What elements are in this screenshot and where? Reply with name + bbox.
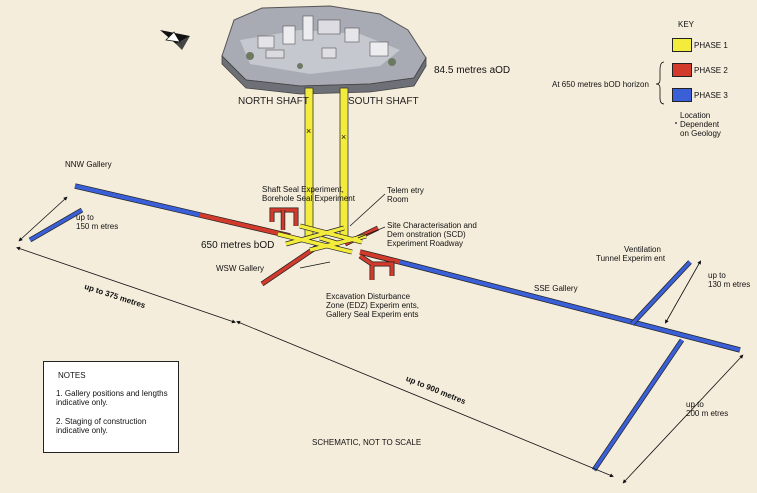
note-2-line-1: 2. Staging of construction [56, 417, 147, 426]
phase3-label: PHASE 3 [694, 91, 728, 100]
schematic-footer: SCHEMATIC, NOT TO SCALE [312, 438, 422, 447]
ventilation-label-1: Ventilation [624, 245, 661, 254]
wsw-gallery-label: WSW Gallery [216, 264, 264, 273]
end-width-label-1: up to [686, 400, 704, 409]
edz-label-3: Gallery Seal Experim ents [326, 310, 419, 319]
nnw-width-label-1: up to [76, 213, 94, 222]
vent-width-label-2: 130 m etres [708, 280, 751, 289]
ventilation-tunnel [630, 260, 692, 326]
end-width-label-2: 200 m etres [686, 409, 729, 418]
dimension-arrows [16, 196, 744, 484]
key-title: KEY [678, 20, 695, 29]
nnw-gallery-label: NNW Gallery [65, 160, 112, 169]
compass-icon [160, 30, 190, 50]
end-cross-gallery [591, 338, 685, 472]
key-brace [655, 61, 665, 105]
south-shaft [339, 87, 349, 239]
shaft-seal-label-2: Borehole Seal Experiment [262, 194, 355, 203]
location-note-1: Location [680, 111, 711, 120]
surface-elevation: 84.5 metres aOD [434, 65, 511, 76]
shaft-seal-label-1: Shaft Seal Experiment, [262, 185, 344, 194]
notes-box: NOTES 1. Gallery positions and lengths i… [43, 361, 179, 453]
edz-label-1: Excavation Disturbance [326, 292, 411, 301]
notes-title: NOTES [58, 371, 86, 380]
horizon-note: At 650 metres bOD horizon [552, 80, 649, 89]
note-2-line-2: indicative only. [56, 426, 108, 435]
scd-label-1: Site Characterisation and [387, 221, 477, 230]
south-shaft-label: SOUTH SHAFT [348, 96, 419, 107]
north-shaft-label: NORTH SHAFT [238, 96, 309, 107]
phase3-swatch [672, 88, 692, 102]
telemetry-label-1: Telem etry [387, 186, 424, 195]
scd-roadway [277, 223, 367, 255]
depth-label: 650 metres bOD [201, 240, 275, 251]
phase2-label: PHASE 2 [694, 66, 728, 75]
north-shaft [304, 87, 314, 239]
sse-gallery [359, 249, 741, 353]
shaft-seal-structure [269, 207, 299, 230]
nnw-gallery [28, 183, 291, 243]
surface-site-illustration [221, 5, 427, 95]
edz-label-2: Zone (EDZ) Experim ents, [326, 301, 419, 310]
svg-text:×: × [306, 126, 311, 136]
phase1-swatch [672, 38, 692, 52]
note-1-line-1: 1. Gallery positions and lengths [56, 389, 168, 398]
nnw-width-label-2: 150 m etres [76, 222, 119, 231]
sse-gallery-label: SSE Gallery [534, 284, 578, 293]
location-note-2: Dependent [680, 120, 720, 129]
location-dot-icon [675, 122, 677, 124]
telemetry-label-2: Room [387, 195, 409, 204]
location-note-3: on Geology [680, 129, 721, 138]
scd-label-2: Dem onstration (SCD) [387, 230, 466, 239]
vent-width-label-1: up to [708, 271, 726, 280]
phase1-label: PHASE 1 [694, 41, 728, 50]
scd-label-3: Experiment Roadway [387, 239, 464, 248]
svg-text:×: × [341, 132, 346, 142]
note-1-line-2: indicative only. [56, 398, 108, 407]
phase2-swatch [672, 63, 692, 77]
edz-structure [358, 253, 395, 280]
ventilation-label-2: Tunnel Experim ent [596, 254, 666, 263]
leader-lines [299, 193, 386, 269]
